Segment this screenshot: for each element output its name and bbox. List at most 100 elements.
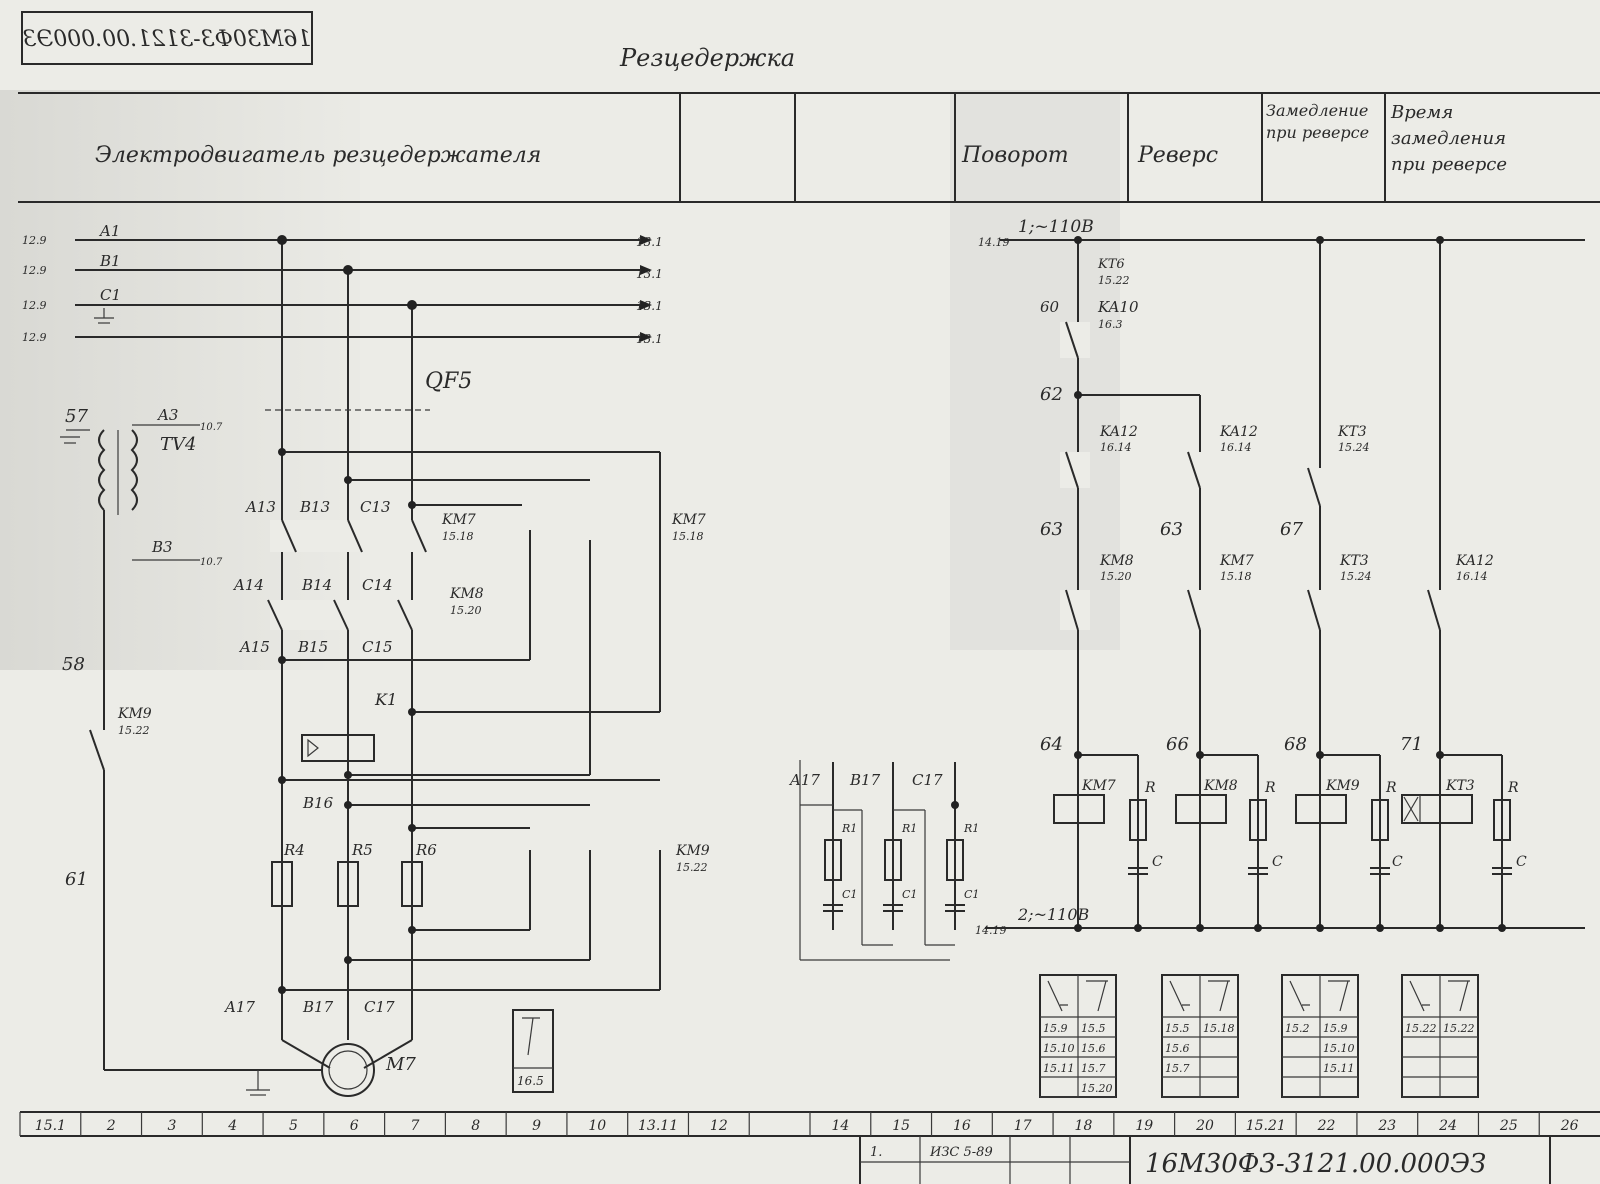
filter-c1-c: C1: [964, 888, 979, 901]
tr-in-ref: 10.7: [200, 422, 223, 433]
zone-label: 26: [1560, 1118, 1579, 1134]
sheet-title: Резцедержка: [619, 44, 795, 72]
contact-table-cell: 15.22: [1443, 1022, 1475, 1035]
label-km9-left-ref: 15.22: [118, 724, 150, 737]
ctrl-ka12a: KA12: [1099, 424, 1138, 440]
zone-label: 10: [588, 1118, 606, 1134]
header-col-1: Поворот: [961, 143, 1069, 168]
zone-label: 20: [1195, 1118, 1214, 1134]
ctrl-kt3b: KT3: [1339, 553, 1369, 569]
ctrl-km7c: KM7: [1219, 553, 1254, 569]
ctrl-n62: 62: [1040, 384, 1063, 405]
header-motor: Электродвигатель резцедержателя: [95, 143, 541, 168]
filter-c1-a: C1: [842, 888, 857, 901]
coil-group: [1053, 751, 1512, 932]
label-c17: C17: [364, 998, 395, 1016]
zone-label: 13.11: [638, 1118, 678, 1134]
motor-label: M7: [385, 1054, 416, 1075]
filter-a17: A17: [788, 771, 820, 789]
node-57: 57: [65, 406, 88, 427]
label-c15: C15: [362, 638, 393, 656]
ctrl-c-1: C: [1152, 854, 1163, 870]
contact-tables: 15.9 15.5 15.10 15.6 15.11 15.7 15.20 15.5 15.18…: [1039, 974, 1479, 1098]
contact-table-cell: 15.10: [1323, 1042, 1355, 1055]
contact-table-cell: 15.5: [1165, 1022, 1190, 1035]
drawing-stamp: 16M30Ф3-3121.00.000ЭЗ: [21, 11, 313, 65]
bus-to-4: 13.1: [636, 332, 663, 346]
ctrl-r-3: R: [1385, 780, 1397, 796]
ctrl-bot-ref: 14.19: [975, 924, 1007, 937]
contact-table-cell: 15.10: [1043, 1042, 1075, 1055]
contact-table-cell: 15.20: [1081, 1082, 1113, 1095]
ctrl-n63b: 63: [1160, 519, 1183, 540]
ctrl-node-64: 64: [1040, 734, 1063, 755]
ctrl-ka12a-ref: 16.14: [1100, 441, 1132, 454]
zone-label: 15.21: [1246, 1118, 1286, 1134]
ctrl-ka12b: KA12: [1219, 424, 1258, 440]
ctrl-ka12c: KA12: [1455, 553, 1494, 569]
contact-table-cell: 15.6: [1165, 1042, 1190, 1055]
ctrl-node-66: 66: [1166, 734, 1189, 755]
filter-b17: B17: [849, 771, 881, 789]
zone-label: 19: [1135, 1118, 1153, 1134]
label-b16: B16: [302, 794, 334, 812]
label-km8-ref: 15.20: [450, 604, 482, 617]
ctrl-top-label: 1;~110B: [1018, 217, 1094, 237]
label-a15: A15: [238, 638, 270, 656]
phase-a1: A1: [98, 222, 120, 240]
zone-label: 16: [953, 1118, 971, 1134]
zone-label: 4: [227, 1118, 237, 1134]
node-58: 58: [62, 654, 85, 675]
ctrl-kt3a: KT3: [1337, 424, 1367, 440]
label-km7b: KM7: [671, 512, 706, 528]
ctrl-r-4: R: [1507, 780, 1519, 796]
ctrl-r-2: R: [1264, 780, 1276, 796]
contact-table: 15.5 15.18 15.6 15.7: [1161, 974, 1239, 1098]
breaker-label: QF5: [425, 369, 472, 394]
label-km8: KM8: [449, 586, 484, 602]
label-a14: A14: [232, 576, 264, 594]
ctrl-node-68: 68: [1284, 734, 1307, 755]
label-km7b-ref: 15.18: [672, 530, 704, 543]
filter-r1-a: R1: [841, 822, 857, 835]
tr-out: B3: [151, 538, 173, 556]
ctrl-n60: 60: [1040, 298, 1060, 316]
contact-table-cell: 15.7: [1165, 1062, 1190, 1075]
zone-label: 14: [831, 1118, 849, 1134]
contact-table-cell: 15.11: [1323, 1062, 1355, 1075]
ctrl-ka12b-ref: 16.14: [1220, 441, 1252, 454]
filter-r1-b: R1: [901, 822, 917, 835]
ground-icon: [60, 429, 90, 444]
contact-table-cell: 15.7: [1081, 1062, 1106, 1075]
tb-code: 16M30Ф3-3121.00.000ЭЗ: [1145, 1149, 1486, 1179]
bus-from-2: 12.9: [22, 264, 47, 277]
bus-from-1: 12.9: [22, 234, 47, 247]
ctrl-c-2: C: [1272, 854, 1283, 870]
label-k1: K1: [374, 690, 397, 709]
ctrl-ka12c-ref: 16.14: [1456, 570, 1488, 583]
ctrl-n63a: 63: [1040, 519, 1063, 540]
ctrl-kt3a-ref: 15.24: [1338, 441, 1370, 454]
ctrl-ka10: KA10: [1097, 298, 1139, 316]
ctrl-c-4: C: [1516, 854, 1527, 870]
label-c14: C14: [362, 576, 393, 594]
ctrl-km8c: KM8: [1099, 553, 1134, 569]
ctrl-coil-km7: KM7: [1081, 778, 1116, 794]
label-c13: C13: [360, 498, 391, 516]
contact-table-cell: 15.9: [1323, 1022, 1348, 1035]
label-b15: B15: [297, 638, 328, 656]
phase-c1: C1: [100, 286, 121, 304]
node-61: 61: [65, 869, 88, 890]
ctrl-r-1: R: [1144, 780, 1156, 796]
contact-table-cell: 15.18: [1203, 1022, 1235, 1035]
label-r4: R4: [283, 841, 305, 859]
phase-b1: B1: [99, 252, 121, 270]
ground-icon: [94, 308, 114, 324]
ground-icon: [246, 1070, 270, 1096]
label-r6: R6: [415, 841, 437, 859]
header-col-2: Реверс: [1137, 143, 1218, 168]
